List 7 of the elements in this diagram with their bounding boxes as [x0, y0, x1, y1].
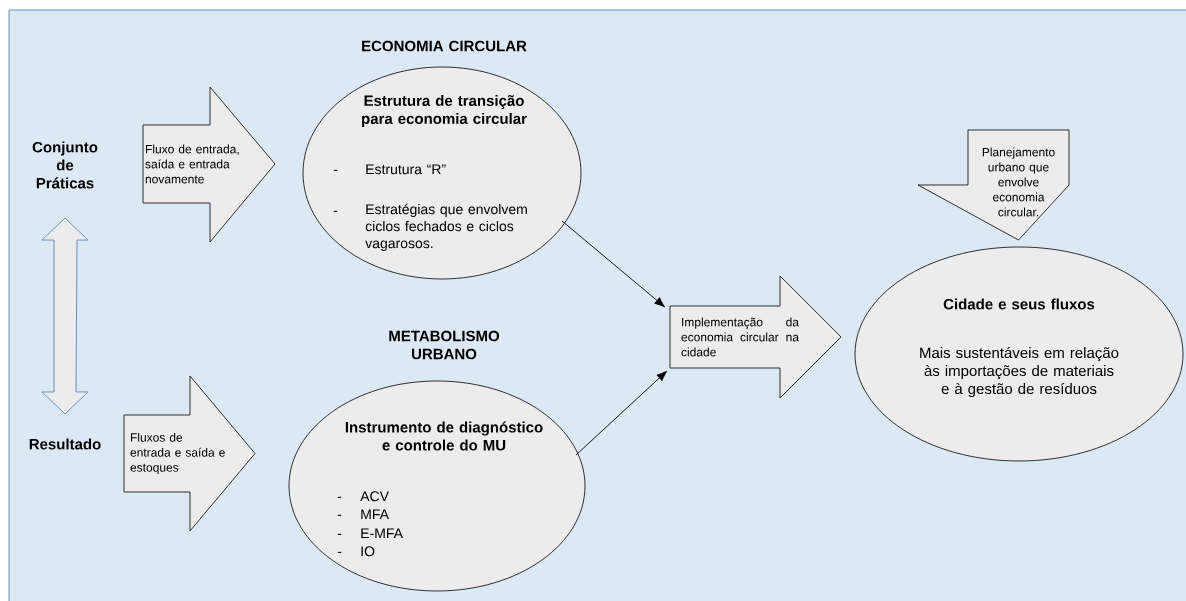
arrow — [575, 370, 668, 456]
row-label: Resultado — [29, 438, 101, 450]
node-label: METABOLISMO URBANO — [389, 330, 500, 360]
node-label: ECONOMIA CIRCULAR — [362, 40, 527, 52]
arrow — [561, 220, 666, 308]
arrow — [41, 217, 89, 415]
row-label: Conjunto de Práticas — [32, 141, 98, 189]
